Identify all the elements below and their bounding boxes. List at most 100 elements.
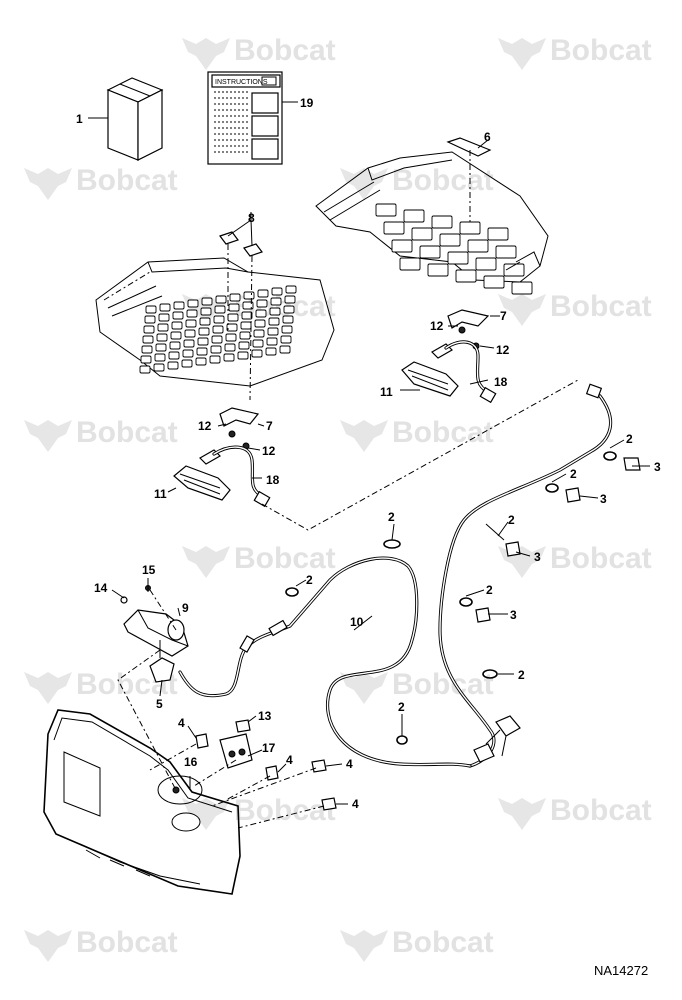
callout-11: 11: [154, 487, 167, 501]
callout-12: 12: [496, 343, 510, 357]
watermark-text: Bobcat: [392, 668, 494, 701]
mat-cell: [399, 257, 421, 271]
mat-cell: [265, 347, 277, 356]
mat-cell: [182, 349, 194, 358]
mat-cell: [229, 293, 241, 302]
mat-cell: [267, 327, 279, 336]
watermark-logo: Bobcat: [24, 164, 178, 200]
mat-cell: [209, 355, 221, 364]
watermark-text: Bobcat: [76, 416, 178, 449]
part-2-clip: [396, 735, 408, 745]
callout-2: 2: [518, 668, 525, 682]
main-harness: [438, 383, 613, 768]
mat-cell: [156, 333, 168, 342]
watermark-logo: Bobcat: [182, 542, 336, 578]
mat-cell: [455, 269, 477, 283]
callout-2: 2: [486, 583, 493, 597]
mat-cell: [237, 351, 249, 360]
watermark-text: Bobcat: [234, 34, 336, 67]
mat-cell: [256, 299, 268, 308]
mat-cell: [196, 347, 208, 356]
lower-panel: [43, 709, 241, 895]
mat-cell: [241, 311, 253, 320]
watermark-text: Bobcat: [234, 542, 336, 575]
assembly-lines: [117, 589, 325, 829]
mat-cell: [257, 289, 269, 298]
mat-cell: [242, 301, 254, 310]
watermark-logo: Bobcat: [340, 926, 494, 962]
callout-1: 1: [76, 112, 83, 126]
watermark-logo: Bobcat: [340, 164, 494, 200]
left-floor-mat: [95, 257, 335, 387]
part-8-tabs: [219, 219, 263, 401]
mat-cell: [140, 355, 152, 364]
callout-10: 10: [350, 615, 364, 629]
callout-15: 15: [142, 563, 156, 577]
mat-cell: [215, 295, 227, 304]
mat-cell: [199, 317, 211, 326]
mat-cell: [159, 303, 171, 312]
part-17-bracket: [219, 719, 253, 769]
watermark-logo: Bobcat: [498, 794, 652, 830]
mat-cell: [266, 337, 278, 346]
mat-cell: [511, 281, 533, 295]
callout-4: 4: [352, 797, 359, 811]
mat-cell: [238, 341, 250, 350]
mat-cell: [172, 311, 184, 320]
callout-18: 18: [266, 473, 280, 487]
callout-5: 5: [156, 697, 163, 711]
mat-cell: [186, 309, 198, 318]
left-light-assembly: [173, 407, 271, 508]
mat-cell: [142, 335, 154, 344]
mat-cell: [375, 203, 397, 217]
mat-cell: [185, 319, 197, 328]
callout-17: 17: [262, 741, 276, 755]
part-3-tag: [623, 457, 641, 471]
part-2-clip: [285, 587, 299, 597]
mat-cell: [495, 245, 517, 259]
mat-cell: [168, 351, 180, 360]
watermark-text: Bobcat: [550, 542, 652, 575]
watermark-text: Bobcat: [392, 926, 494, 959]
mat-cell: [467, 239, 489, 253]
mat-cell: [223, 353, 235, 362]
part-3-tag: [475, 607, 491, 623]
watermark-text: Bobcat: [76, 164, 178, 197]
mat-cell: [171, 321, 183, 330]
watermark-logo: Bobcat: [24, 668, 178, 704]
callout-2: 2: [508, 513, 515, 527]
mat-cell: [213, 315, 225, 324]
callout-3: 3: [510, 608, 517, 622]
part-2-clip: [459, 597, 473, 607]
part-2-clip: [383, 539, 401, 549]
mat-cell: [145, 305, 157, 314]
mat-cell: [224, 343, 236, 352]
mat-cell: [383, 221, 405, 235]
watermark-logo: Bobcat: [498, 542, 652, 578]
mat-cell: [487, 227, 509, 241]
mat-cell: [251, 349, 263, 358]
mat-cell: [439, 233, 461, 247]
part-2-clip: [603, 451, 617, 461]
watermark-logo: Bobcat: [498, 34, 652, 70]
mat-cell: [281, 325, 293, 334]
part-19-instructions: INSTRUCTIONS: [207, 71, 283, 165]
part-10-harness: [178, 556, 472, 768]
mat-cell: [144, 315, 156, 324]
mat-cell: [154, 353, 166, 362]
mat-cell: [254, 319, 266, 328]
mat-cell: [169, 341, 181, 350]
mat-cell: [184, 329, 196, 338]
callout-13: 13: [258, 709, 272, 723]
part-9-bracket: [120, 585, 189, 683]
mat-cell: [198, 327, 210, 336]
watermark-text: Bobcat: [76, 926, 178, 959]
watermark-text: Bobcat: [234, 794, 336, 827]
part-2-clip: [545, 483, 559, 493]
part-2-clip: [482, 669, 498, 679]
watermark-text: Bobcat: [392, 416, 494, 449]
mat-cell: [173, 301, 185, 310]
mat-cell: [227, 313, 239, 322]
mat-cell: [284, 295, 296, 304]
